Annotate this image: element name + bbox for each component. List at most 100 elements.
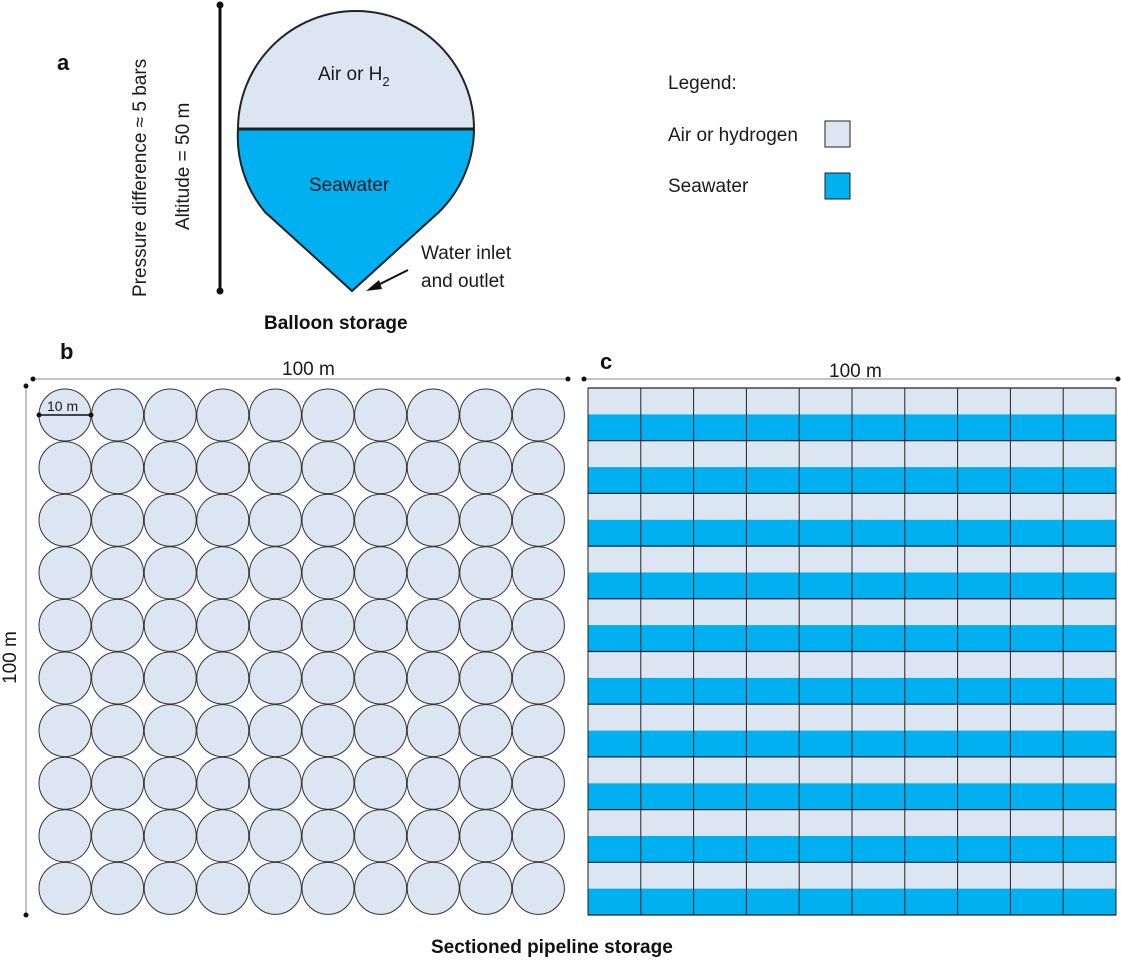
panel-b-height-label: 100 m xyxy=(0,631,21,684)
pipe-circle xyxy=(301,651,355,705)
pipe-circle xyxy=(91,704,145,758)
pipe-circle xyxy=(248,546,302,600)
pipe-circle xyxy=(459,809,513,863)
pipe-circle xyxy=(196,546,250,600)
pipe-circle xyxy=(459,651,513,705)
pipe-circle xyxy=(459,861,513,915)
pipe-circle xyxy=(511,388,565,442)
pipe-circle xyxy=(91,861,145,915)
pipe-circle xyxy=(301,441,355,495)
pipe-circle xyxy=(511,546,565,600)
pipe-circle xyxy=(143,756,197,810)
pipe-circle xyxy=(38,756,92,810)
pipe-circle xyxy=(38,861,92,915)
pipe-circle xyxy=(248,441,302,495)
sectioned-pipeline-caption: Sectioned pipeline storage xyxy=(431,937,673,958)
inlet-label-line1: Water inlet xyxy=(421,243,512,264)
pipe-circle xyxy=(406,388,460,442)
pipe-circle xyxy=(354,651,408,705)
panel-b-width-label: 100 m xyxy=(282,359,335,380)
panel-c-width-label: 100 m xyxy=(829,361,882,382)
balloon-seawater-section xyxy=(236,128,476,293)
pipe-circle xyxy=(91,809,145,863)
balloon-seawater-label: Seawater xyxy=(309,175,390,196)
pipe-circle xyxy=(91,441,145,495)
pipe-circle xyxy=(248,861,302,915)
pipe-circle xyxy=(406,756,460,810)
pipe-circle xyxy=(406,651,460,705)
pipe-circle xyxy=(196,861,250,915)
pipe-circle xyxy=(511,598,565,652)
pipe-circle xyxy=(511,809,565,863)
pipe-circle xyxy=(406,809,460,863)
pipe-circle xyxy=(511,493,565,547)
pipe-circle xyxy=(196,756,250,810)
pipe-circle xyxy=(248,756,302,810)
pipe-circle xyxy=(38,441,92,495)
pipe-circle xyxy=(406,704,460,758)
pipe-circle xyxy=(354,756,408,810)
pipe-circle xyxy=(459,598,513,652)
pipe-circle xyxy=(91,598,145,652)
pipe-circle xyxy=(143,651,197,705)
pipe-circle xyxy=(38,704,92,758)
pipe-circle xyxy=(354,388,408,442)
pipe-circle xyxy=(459,756,513,810)
pipe-circle xyxy=(459,546,513,600)
pipe-circle xyxy=(406,598,460,652)
pipe-circle xyxy=(196,388,250,442)
panel-b-height-dot-top xyxy=(23,383,29,389)
pipe-circle xyxy=(196,441,250,495)
legend-swatch-air xyxy=(824,120,851,148)
pipe-circle xyxy=(354,704,408,758)
pipe-circle xyxy=(511,441,565,495)
pipeline-section-grid xyxy=(587,387,1117,916)
legend-swatch-seawater xyxy=(824,172,851,200)
inlet-label-line2: and outlet xyxy=(421,271,505,292)
pipe-circle xyxy=(248,704,302,758)
pressure-difference-label: Pressure difference ≈ 5 bars xyxy=(130,59,151,297)
subscript-2: 2 xyxy=(382,74,389,89)
pipe-circle xyxy=(248,598,302,652)
pipe-circle xyxy=(38,493,92,547)
pipe-circle xyxy=(406,493,460,547)
balloon-air-label: Air or H2 xyxy=(318,64,390,89)
pipe-circle xyxy=(511,651,565,705)
pipe-circle xyxy=(301,809,355,863)
pipe-circle xyxy=(511,704,565,758)
pipe-circle xyxy=(459,704,513,758)
pipe-circle xyxy=(248,809,302,863)
legend-title: Legend: xyxy=(668,73,737,94)
pipe-circle xyxy=(91,546,145,600)
altitude-scale-bottom-dot xyxy=(216,287,224,295)
pipe-circle xyxy=(354,809,408,863)
pipe-circle xyxy=(354,861,408,915)
pipe-circle xyxy=(301,704,355,758)
pipe-circle xyxy=(143,388,197,442)
pipe-circle xyxy=(354,598,408,652)
pipe-circle xyxy=(406,546,460,600)
pipe-circle xyxy=(143,441,197,495)
panel-b-width-dot-left xyxy=(30,376,36,382)
pipe-circle xyxy=(196,704,250,758)
pipe-circle xyxy=(511,861,565,915)
pipe-circle xyxy=(301,546,355,600)
pipe-circle xyxy=(248,651,302,705)
pipe-circle xyxy=(406,861,460,915)
pipe-circle xyxy=(38,598,92,652)
pipe-circle xyxy=(301,861,355,915)
panel-b-width-dot-right xyxy=(565,376,571,382)
pipe-circle xyxy=(459,493,513,547)
pipe-circle xyxy=(143,598,197,652)
pipe-circle xyxy=(301,388,355,442)
pipe-circle xyxy=(354,546,408,600)
pipeline-circle-grid xyxy=(38,388,565,915)
pipe-circle xyxy=(406,441,460,495)
pipe-circle xyxy=(459,441,513,495)
panel-c-letter: c xyxy=(600,349,612,374)
pipe-circle xyxy=(196,598,250,652)
pipe-circle xyxy=(91,756,145,810)
pipe-circle xyxy=(354,493,408,547)
altitude-label: Altitude = 50 m xyxy=(173,103,194,230)
